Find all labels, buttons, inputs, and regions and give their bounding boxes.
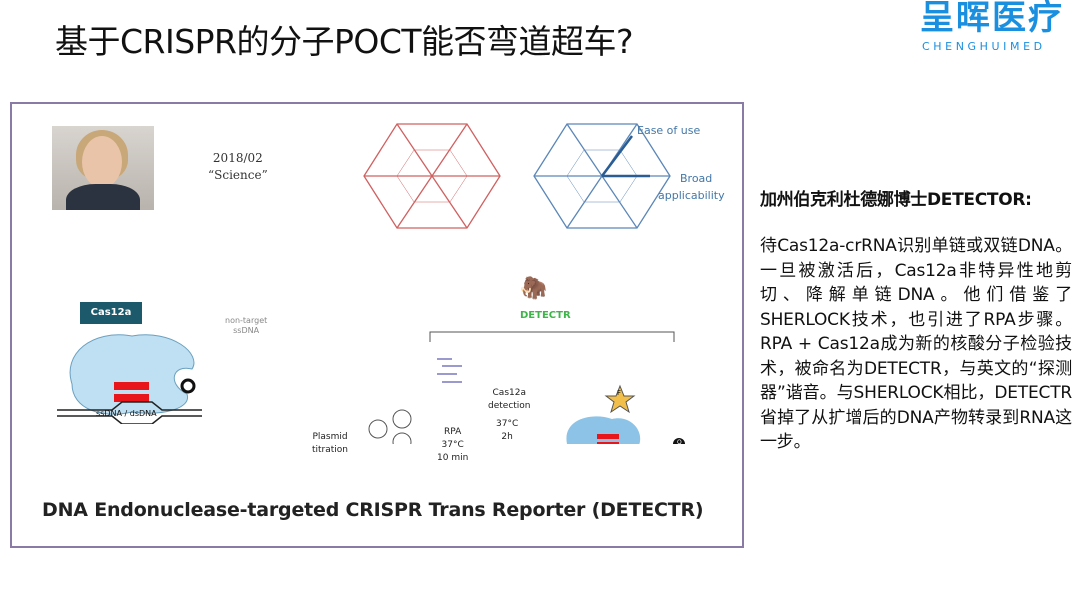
slide-title: 基于CRISPR的分子POCT能否弯道超车?	[55, 22, 634, 61]
plasmid-text: Plasmid	[312, 432, 348, 442]
quencher-label: Q	[677, 439, 682, 446]
ssdna-text: ssDNA	[233, 326, 260, 335]
radar-chart-blue	[533, 123, 671, 229]
radar-label-broad: Broad	[680, 172, 713, 185]
cas12a-diagram	[57, 334, 202, 424]
publication-date: 2018/02	[212, 151, 263, 165]
fluorophore-label: F	[617, 389, 622, 397]
plasmid-label: Plasmid titration	[312, 431, 348, 457]
journal-name: “Science”	[208, 168, 268, 182]
radar-label-applicability: applicability	[658, 189, 725, 202]
publication-info: 2018/02 “Science”	[208, 150, 268, 184]
doudna-photo	[52, 126, 154, 210]
workflow-diagram	[368, 331, 685, 444]
description-panel: 加州伯克利杜德娜博士DETECTOR: 待Cas12a-crRNA识别单链或双链…	[760, 188, 1072, 455]
mammoth-icon: 🦣	[520, 276, 548, 301]
detection-conditions: 37°C 2h	[496, 418, 518, 444]
rpa-label: RPA 37°C 10 min	[437, 426, 468, 465]
titration-text: titration	[312, 445, 349, 455]
logo-name-en: CHENGHUIMED	[922, 40, 1046, 53]
description-body: 待Cas12a-crRNA识别单链或双链DNA。一旦被激活后，Cas12a非特异…	[760, 236, 1072, 452]
radar-chart-red	[363, 123, 501, 229]
detection-text: detection	[488, 401, 531, 411]
description-heading: 加州伯克利杜德娜博士DETECTOR:	[760, 190, 1032, 210]
non-target-text: non-target	[225, 316, 268, 325]
rpa-time: 10 min	[437, 453, 469, 463]
detectr-figure: 2018/02 “Science” Ease of use Broad appl…	[10, 102, 744, 548]
cas12a-label: Cas12a	[80, 302, 142, 324]
logo-name-cn: 呈晖医疗	[920, 0, 1064, 38]
radar-label-ease: Ease of use	[637, 124, 701, 137]
cas12a-text: Cas12a	[492, 388, 526, 398]
detection-temp: 37°C	[496, 419, 519, 429]
dna-label: ssDNA / dsDNA	[96, 409, 157, 418]
rpa-temp: 37°C	[441, 440, 464, 450]
detectr-label: DETECTR	[520, 310, 571, 321]
detection-time: 2h	[501, 432, 513, 442]
figure-caption: DNA Endonuclease-targeted CRISPR Trans R…	[42, 499, 704, 521]
cas12a-detection-label: Cas12a detection	[488, 387, 531, 413]
rpa-text: RPA	[444, 427, 462, 437]
